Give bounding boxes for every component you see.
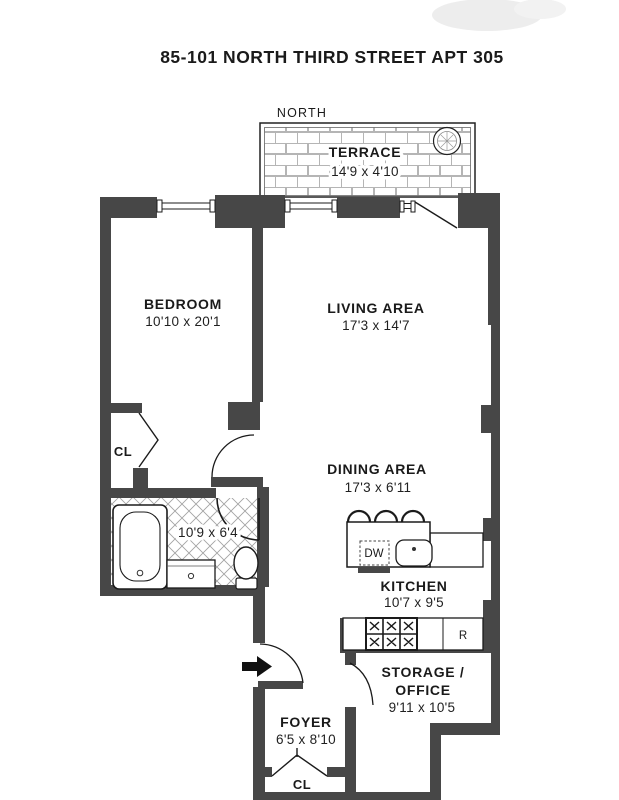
bathroom-dims: 10'9 x 6'4 — [178, 525, 238, 540]
stove — [365, 617, 418, 651]
bedroom-closet-label: CL — [114, 444, 132, 459]
north-label: NORTH — [277, 106, 327, 120]
bedroom-door-leaf — [211, 477, 263, 487]
storage-office-label-2: OFFICE — [395, 682, 451, 698]
terrace-table-icon — [432, 126, 462, 156]
terrace-dims: 14'9 x 4'10 — [331, 164, 399, 179]
bar-stools — [346, 509, 426, 523]
terrace-door-leaf — [414, 201, 458, 229]
kitchen-island — [346, 509, 484, 573]
kitchen-dims: 10'7 x 9'5 — [384, 595, 444, 610]
island-sink — [395, 539, 433, 567]
storage-office-dims: 9'11 x 10'5 — [389, 700, 456, 715]
bedroom-door-arc — [211, 434, 255, 478]
foyer-dims: 6'5 x 8'10 — [276, 732, 336, 747]
entry-arrow-icon — [242, 656, 272, 677]
bedroom-dims: 10'10 x 20'1 — [145, 314, 221, 329]
terrace-label: TERRACE — [329, 144, 402, 160]
bathtub — [112, 504, 168, 590]
terrace-room — [259, 122, 476, 198]
bathroom-door — [216, 497, 260, 541]
exterior-walls — [100, 193, 500, 800]
living-area-dims: 17'3 x 14'7 — [342, 318, 410, 333]
living-window — [284, 199, 338, 213]
foyer-closet-label: CL — [293, 777, 311, 792]
dining-area-label: DINING AREA — [327, 461, 427, 477]
toilet — [233, 546, 259, 590]
bedroom-closet-bifold — [138, 412, 159, 468]
entry-door-leaf — [258, 681, 303, 689]
foyer-label: FOYER — [280, 714, 332, 730]
bedroom-window — [156, 199, 216, 213]
refrigerator-label: R — [459, 630, 467, 642]
kitchen-label: KITCHEN — [380, 578, 447, 594]
doors — [138, 201, 458, 777]
bedroom-label: BEDROOM — [144, 296, 222, 312]
dishwasher-label: DW — [364, 548, 383, 560]
terrace-door-window — [399, 200, 416, 213]
dishwasher — [359, 540, 390, 566]
storage-office-label-1: STORAGE / — [381, 664, 464, 680]
scan-smudge — [432, 0, 566, 31]
storage-door-arc — [349, 662, 374, 706]
bathroom-room — [111, 498, 259, 590]
kitchen-counter — [342, 617, 484, 651]
foyer-closet-bifold — [271, 748, 328, 777]
entry-door-arc — [259, 643, 304, 684]
living-area-label: LIVING AREA — [327, 300, 424, 316]
dining-area-dims: 17'3 x 6'11 — [345, 480, 412, 495]
vanity-sink — [166, 559, 216, 589]
plan-title: 85-101 NORTH THIRD STREET APT 305 — [160, 47, 504, 67]
